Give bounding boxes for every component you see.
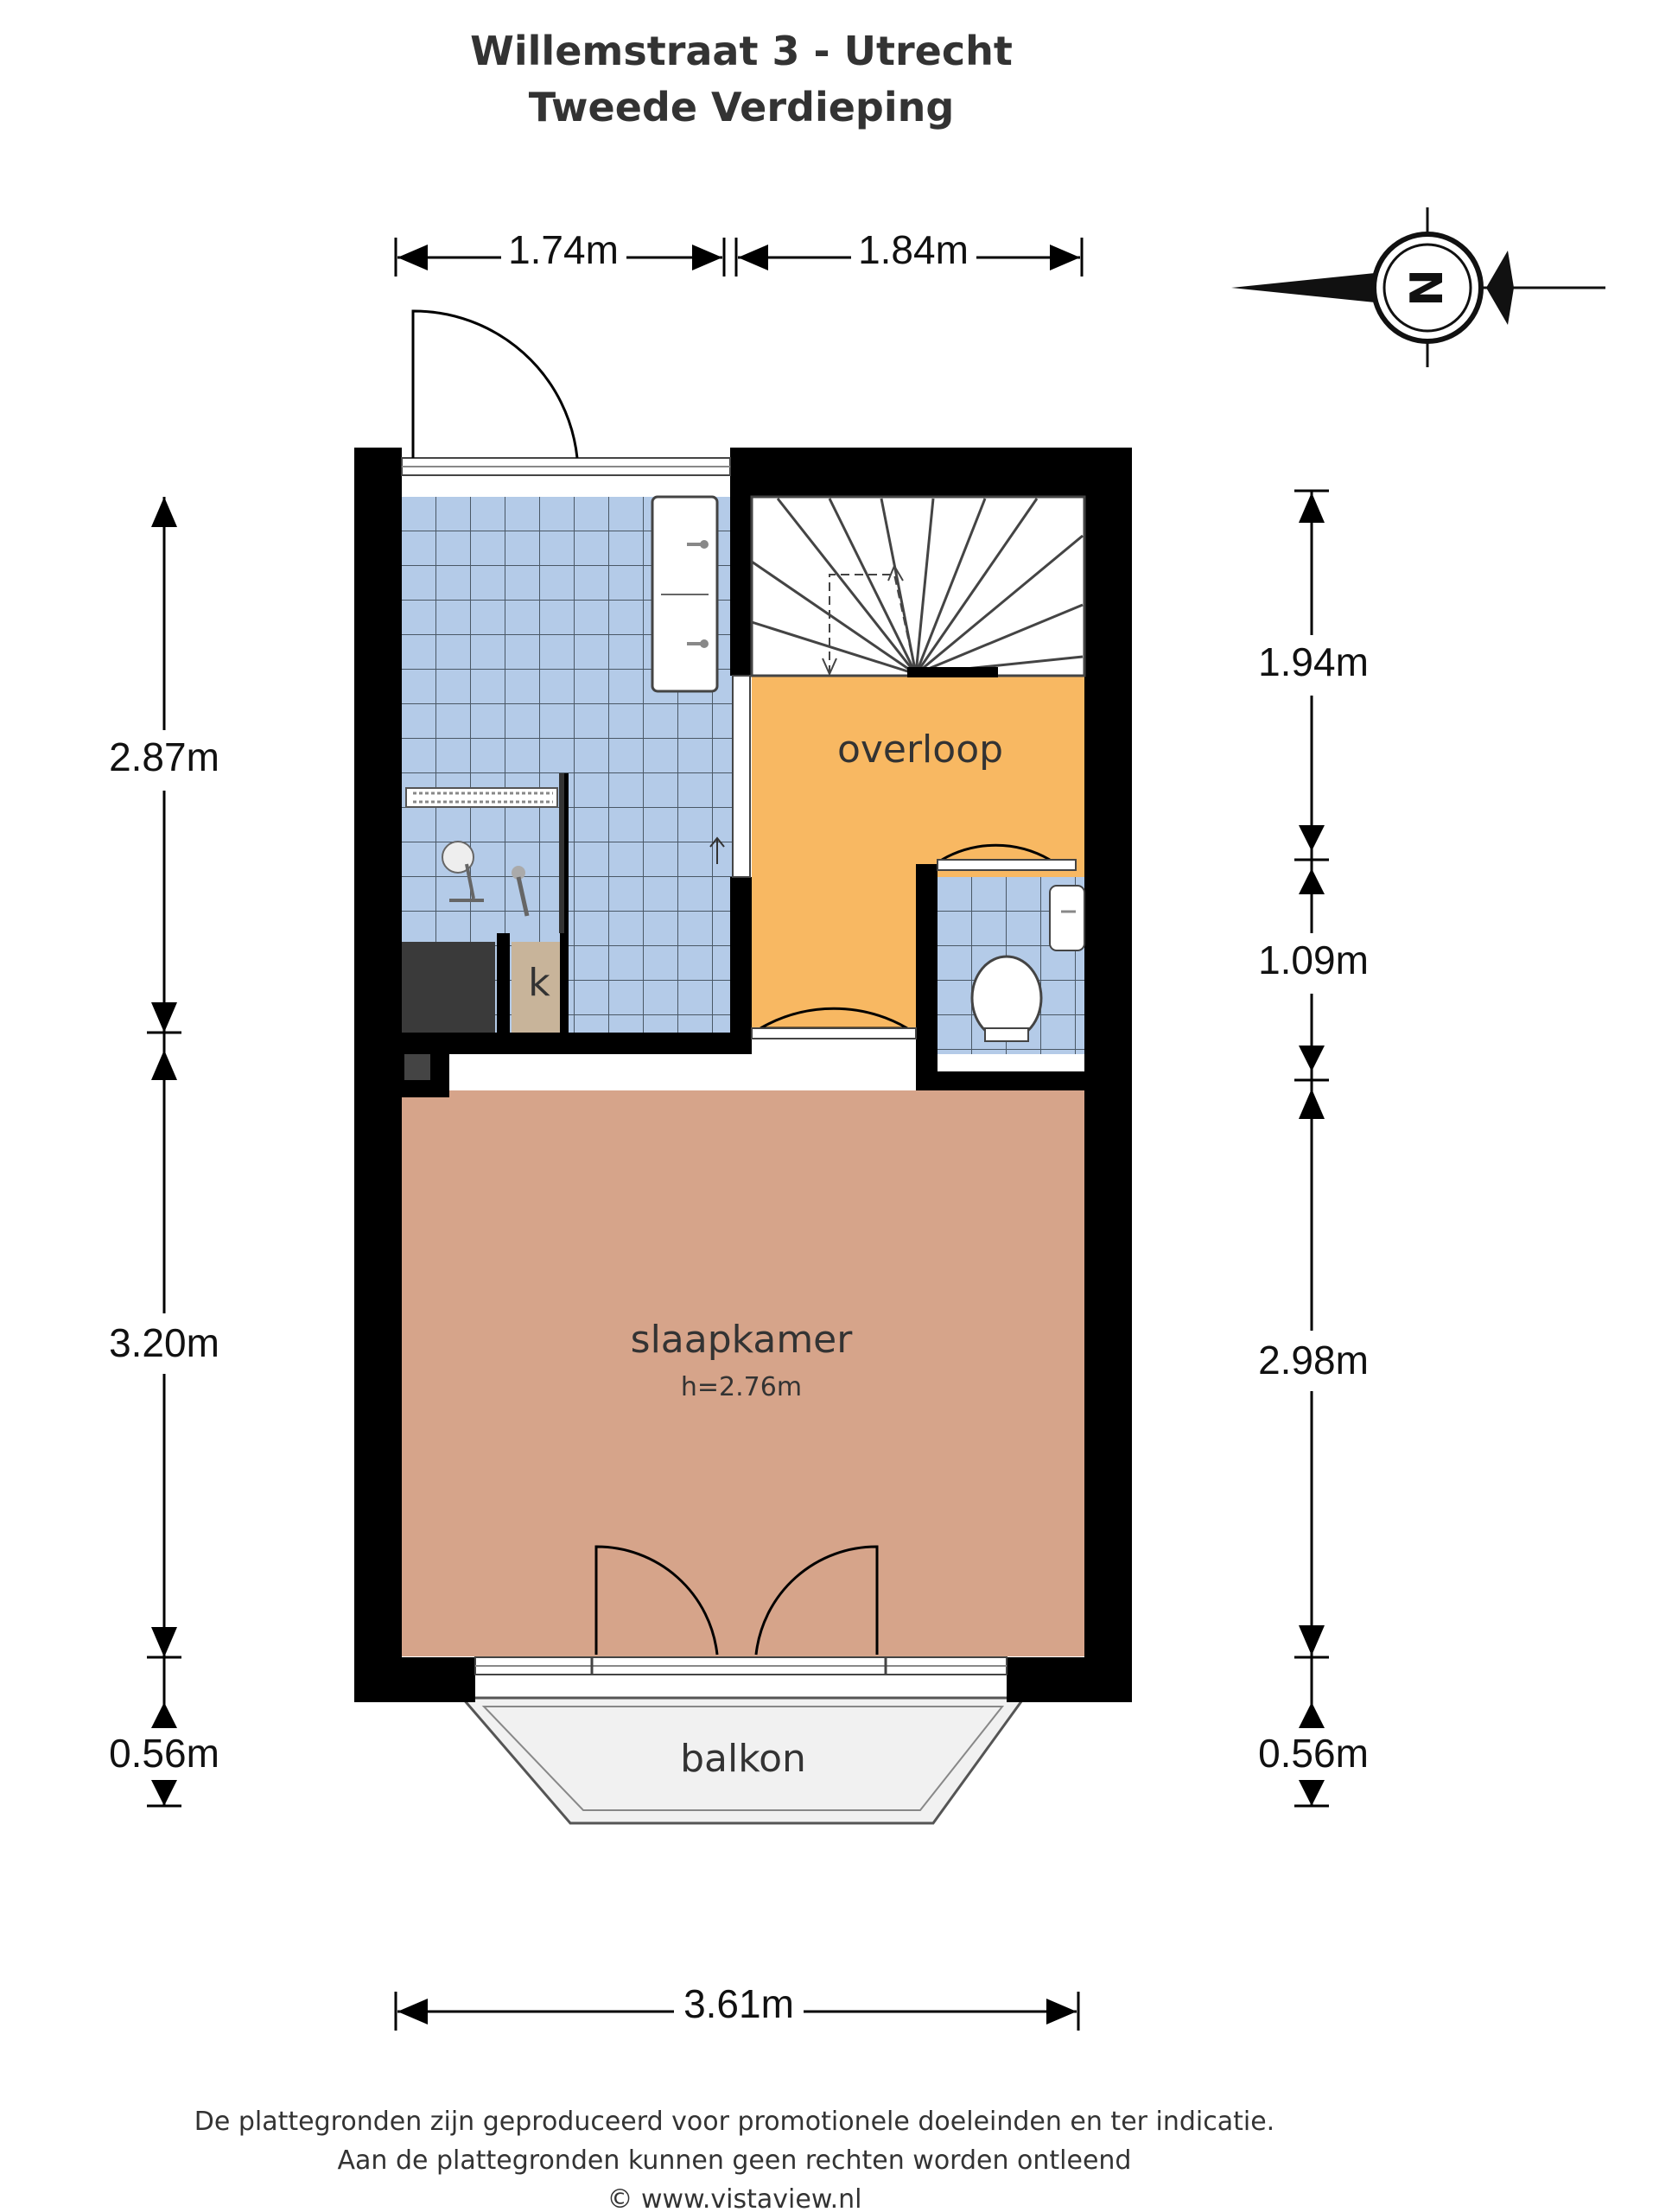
dim-bottom — [394, 1992, 1080, 2031]
dim-label-right-3: 2.98m — [1258, 1338, 1369, 1382]
doors — [411, 309, 1077, 1656]
dim-label-left-bottom: 0.56m — [109, 1731, 219, 1776]
staircase — [750, 495, 1086, 677]
dim-label-top-left: 1.74m — [508, 227, 619, 272]
dim-label-left-middle: 3.20m — [109, 1320, 219, 1365]
dim-label-bottom: 3.61m — [683, 1981, 794, 2026]
bedroom-floor — [402, 1090, 1084, 1656]
bathroom-arrow-icon — [709, 836, 725, 864]
double-sink — [651, 495, 719, 693]
dim-label-right-4: 0.56m — [1258, 1731, 1369, 1776]
dim-label-right-1: 1.94m — [1258, 639, 1369, 684]
storage-block — [402, 942, 495, 1033]
balcony-floor — [462, 1698, 1024, 1823]
shower — [405, 773, 564, 933]
walls — [354, 448, 1132, 1702]
dim-right — [1236, 489, 1391, 1808]
plan-title-floor: Tweede Verdieping — [529, 84, 955, 130]
compass-icon: N — [1231, 207, 1605, 367]
dim-left — [86, 497, 242, 1808]
closet-label: k — [528, 961, 550, 1005]
dim-label-top-right: 1.84m — [858, 227, 969, 272]
toilet — [970, 885, 1085, 1042]
dim-label-left-top: 2.87m — [109, 734, 219, 779]
disclaimer-line-1: De plattegronden zijn geproduceerd voor … — [194, 2107, 1274, 2137]
room-label-overloop: overloop — [837, 728, 1003, 772]
disclaimer-line-2: Aan de plattegronden kunnen geen rechten… — [338, 2145, 1132, 2176]
room-label-slaapkamer: slaapkamer — [631, 1318, 854, 1362]
balcony-outline — [459, 1696, 1027, 1825]
room-height-slaapkamer: h=2.76m — [681, 1372, 802, 1402]
closet — [512, 942, 568, 1033]
shaft — [404, 1054, 430, 1080]
dim-label-right-2: 1.09m — [1258, 938, 1369, 982]
compass-letter: N — [1402, 269, 1453, 307]
copyright: © www.vistaview.nl — [607, 2184, 861, 2212]
dim-top — [394, 238, 1084, 276]
plan-title-address: Willemstraat 3 - Utrecht — [470, 28, 1013, 74]
room-label-balkon: balkon — [680, 1737, 806, 1781]
windows — [401, 457, 1007, 1675]
balcony-inner-outline — [481, 1706, 1005, 1811]
